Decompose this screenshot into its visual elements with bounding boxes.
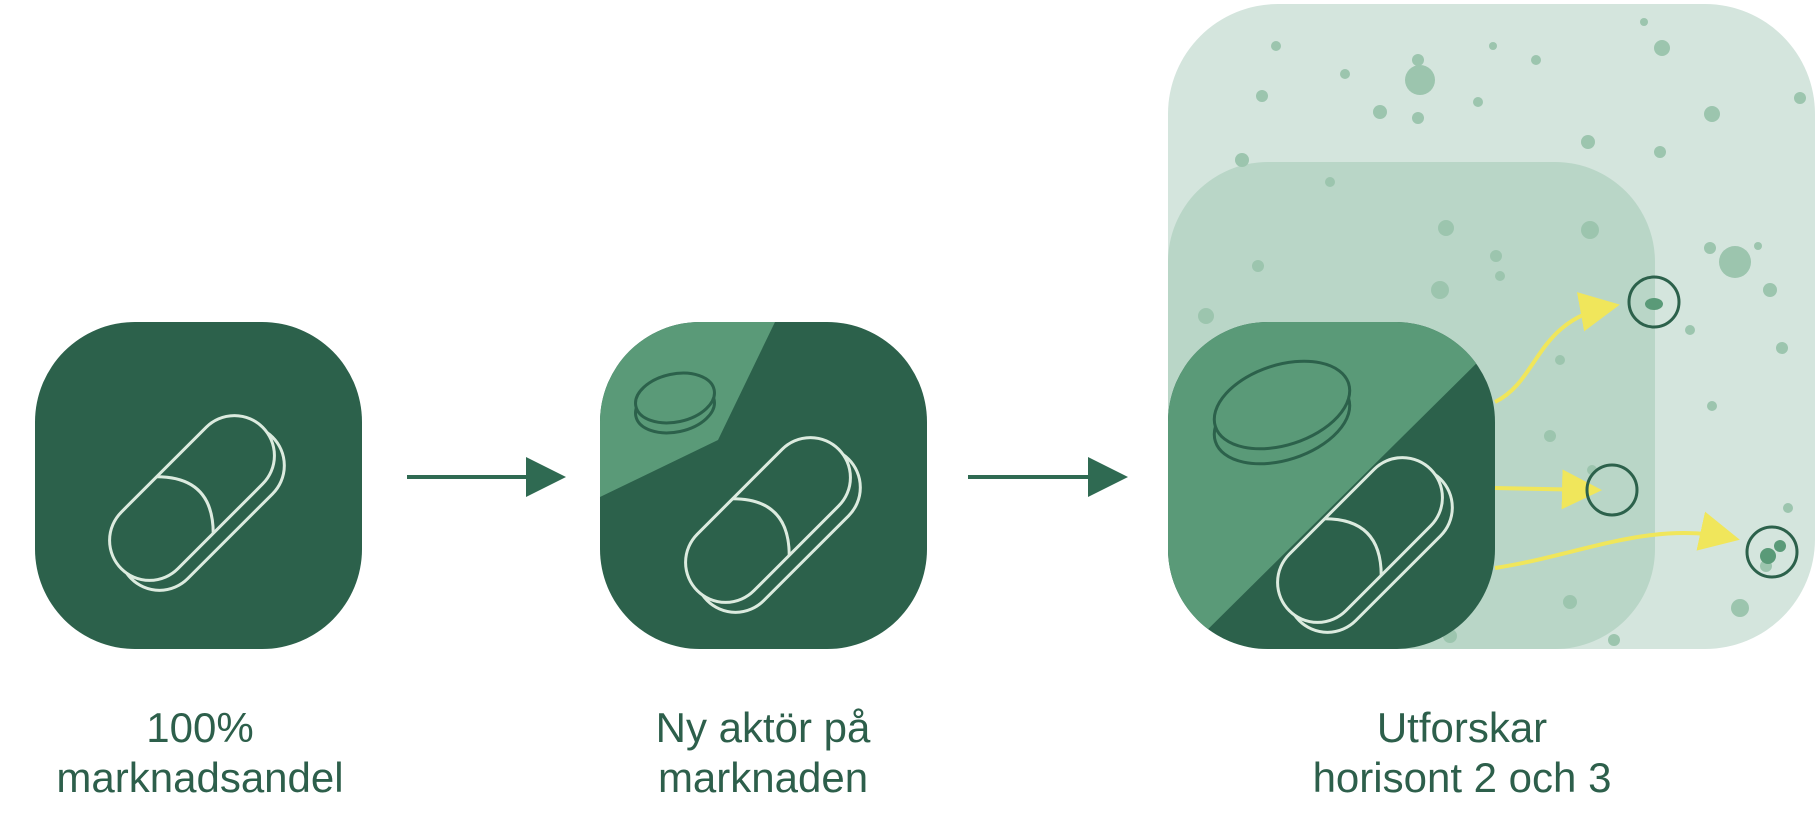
step3-label: Utforskar horisont 2 och 3 <box>1262 703 1662 803</box>
capsule-icon <box>108 414 286 592</box>
step3-expansion <box>1168 4 1815 649</box>
tablet-icon <box>634 371 716 435</box>
step3-label-line2: horisont 2 och 3 <box>1312 754 1612 801</box>
step1-label-line2: marknadsandel <box>56 754 344 801</box>
tablet-icon <box>1212 359 1352 466</box>
target-circles <box>1585 275 1799 579</box>
step1-label: 100% marknadsandel <box>20 703 380 803</box>
step3-label-line1: Utforskar <box>1376 704 1548 751</box>
step2-label: Ny aktör på marknaden <box>583 703 943 803</box>
step1-label-line1: 100% <box>146 704 254 751</box>
speckles <box>1198 18 1806 646</box>
capsule-icon <box>684 436 862 614</box>
step2-label-line1: Ny aktör på <box>655 704 871 751</box>
expansion-arrows <box>1494 292 1740 570</box>
step1-tile <box>35 322 362 649</box>
step2-tile <box>600 322 927 649</box>
capsule-icon <box>1276 456 1454 634</box>
step2-label-line2: marknaden <box>657 754 869 801</box>
